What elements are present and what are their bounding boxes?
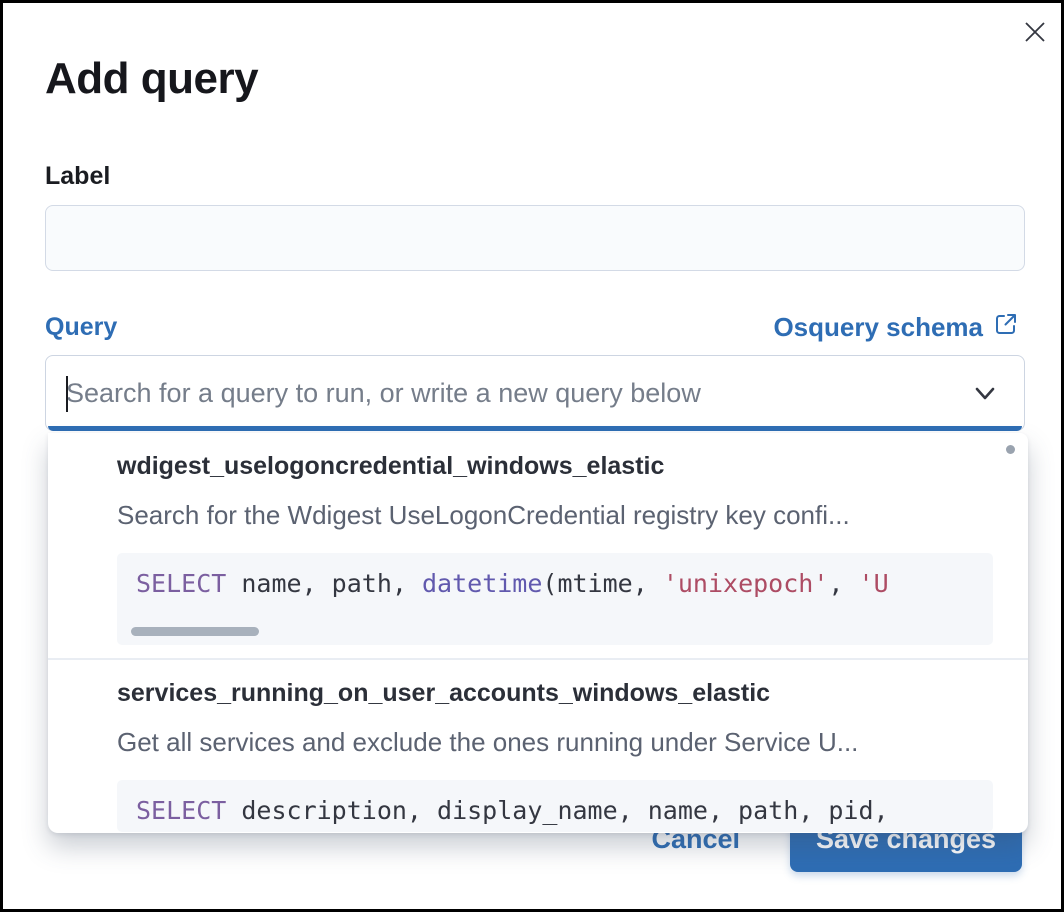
code-hscrollbar-thumb[interactable] (131, 627, 259, 636)
label-field-label: Label (45, 162, 111, 190)
modal-title: Add query (45, 54, 259, 103)
label-input[interactable] (45, 205, 1025, 271)
query-options-dropdown: wdigest_uselogoncredential_windows_elast… (48, 433, 1028, 833)
query-search-input[interactable] (66, 377, 958, 409)
query-option-sql-snippet: SELECT name, path, datetime(mtime, 'unix… (117, 553, 993, 645)
query-option-description: Get all services and exclude the ones ru… (117, 727, 859, 757)
query-field-label: Query (45, 313, 118, 341)
query-option[interactable]: services_running_on_user_accounts_window… (48, 660, 1028, 832)
option-divider (48, 658, 1028, 660)
chevron-down-icon[interactable] (970, 378, 1000, 408)
close-button[interactable] (1019, 17, 1051, 49)
query-option-sql-snippet: SELECT description, display_name, name, … (117, 780, 993, 832)
query-row: Query Osquery schema (45, 311, 1019, 343)
query-option-description: Search for the Wdigest UseLogonCredentia… (117, 500, 850, 530)
dropdown-scrollbar-thumb[interactable] (1006, 445, 1015, 454)
osquery-schema-link[interactable]: Osquery schema (773, 311, 1019, 343)
query-option-title: wdigest_uselogoncredential_windows_elast… (117, 452, 665, 480)
text-cursor (66, 376, 68, 412)
query-option[interactable]: wdigest_uselogoncredential_windows_elast… (48, 433, 1028, 645)
close-icon (1022, 19, 1048, 48)
query-option-title: services_running_on_user_accounts_window… (117, 679, 771, 707)
query-search-combobox[interactable] (45, 355, 1025, 431)
external-link-icon (993, 311, 1019, 343)
osquery-schema-link-label: Osquery schema (773, 312, 983, 342)
